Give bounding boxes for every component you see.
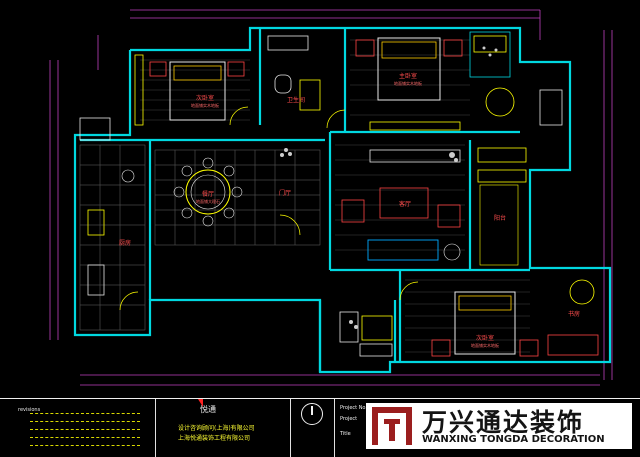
north-arrow-icon: [301, 403, 323, 425]
title-label: Title: [340, 431, 351, 437]
revision-line: [30, 421, 140, 422]
door-swings: [119, 106, 419, 311]
room-sub-master-bedroom: 地面铺实木地板: [394, 80, 422, 86]
company-name-1: 设计咨询顾问(上海)有限公司: [178, 425, 255, 432]
revision-line: [30, 437, 140, 438]
project-label: Project: [340, 416, 358, 422]
revisions-label: revisions: [18, 407, 41, 413]
company-name-2: 上海悦通装饰工程有限公司: [178, 435, 251, 442]
room-sub-bedroom-nw: 地面铺实木地板: [191, 102, 219, 108]
room-label-kitchen: 厨房: [119, 239, 131, 247]
dimension-lines: [49, 9, 613, 386]
title-block-divider: [334, 399, 335, 457]
plants: [280, 46, 498, 329]
title-block: revisions 悦通 设计咨询顾问(上海)有限公司 上海悦通装饰工程有限公司…: [0, 398, 640, 457]
room-label-study: 书房: [568, 310, 580, 318]
revision-line: [30, 445, 140, 446]
watermark-name-cn: 万兴通达装饰: [422, 408, 585, 437]
brand-mark-icon: [198, 399, 203, 407]
room-label-entry: 门厅: [279, 189, 291, 197]
revision-line: [30, 429, 140, 430]
room-sub-dining: 地面铺大理石: [196, 198, 220, 204]
walls: [73, 26, 612, 374]
floor-finishes: [79, 144, 321, 331]
room-label-master-bedroom: 主卧室: [399, 72, 417, 80]
title-block-divider: [290, 399, 291, 457]
room-label-living: 客厅: [399, 200, 411, 208]
room-label-bath: 卫生间: [287, 96, 305, 104]
brand-name: 悦通: [200, 405, 216, 414]
room-label-balcony: 阳台: [494, 214, 506, 222]
furniture: [79, 31, 599, 357]
room-label-bedroom-nw: 次卧室: [196, 94, 214, 102]
watermark-name-en: WANXING TONGDA DECORATION: [422, 434, 605, 445]
revision-line: [30, 413, 140, 414]
watermark-badge: 万兴通达装饰 WANXING TONGDA DECORATION: [366, 403, 632, 449]
room-label-dining: 餐厅: [202, 190, 214, 198]
title-block-divider: [155, 399, 156, 457]
room-sub-bedroom-se: 地面铺实木地板: [471, 342, 499, 348]
wood-floor-hatch: [140, 39, 530, 353]
project-no-label: Project No.: [340, 405, 367, 411]
watermark-logo-icon: [372, 407, 412, 445]
room-labels: 次卧室 地面铺实木地板 主卧室 地面铺实木地板 餐厅 地面铺大理石 客厅 厨房 …: [119, 72, 580, 348]
room-label-bedroom-se: 次卧室: [476, 334, 494, 342]
